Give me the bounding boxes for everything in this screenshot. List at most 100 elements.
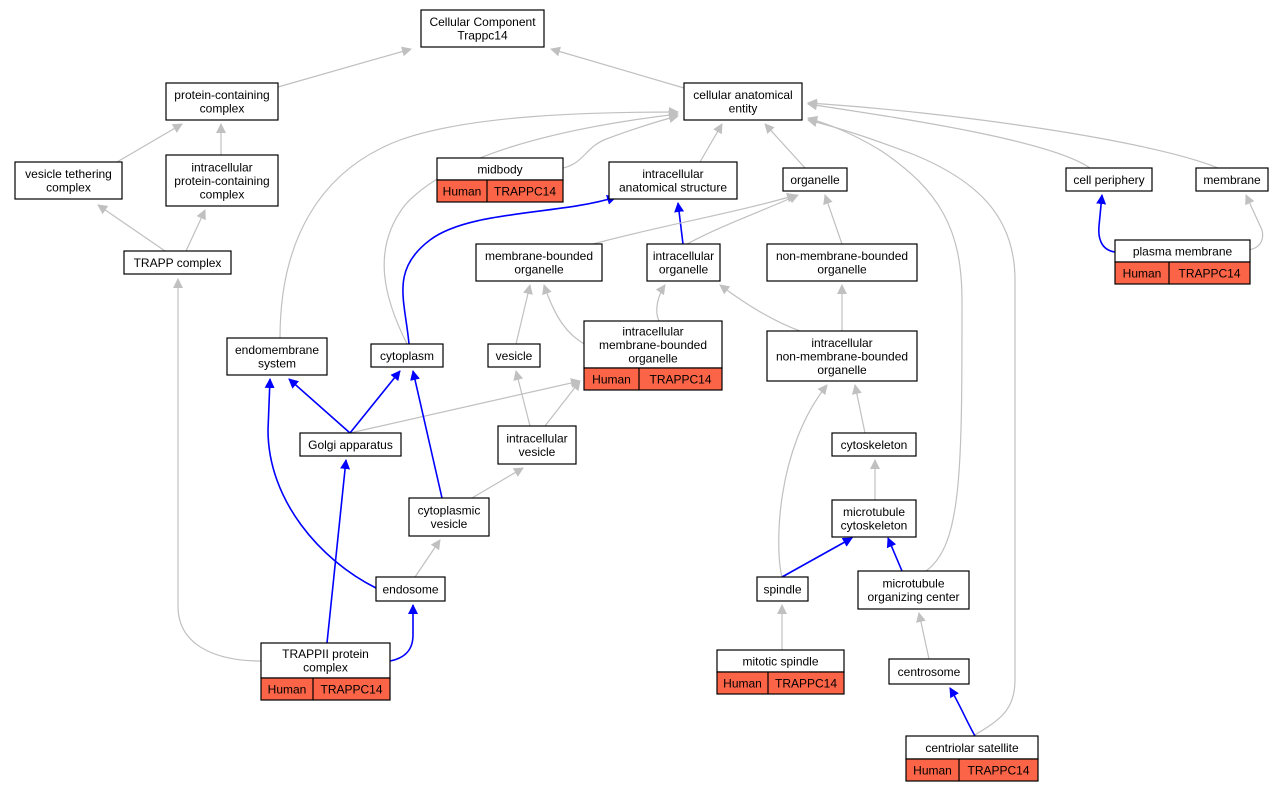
node-spindle[interactable]: spindle: [756, 576, 809, 602]
node-label-line: Trappc14: [457, 29, 508, 43]
node-label-line: protein-containing: [174, 88, 269, 102]
node-label-line: vesicle: [519, 445, 556, 459]
edge-trappii_protein_complex-to-endosome: [389, 604, 418, 662]
edge-trapp_complex-to-vesicle_tethering_complex: [97, 204, 166, 252]
node-label-line: endosome: [382, 582, 438, 596]
node-box: [123, 250, 232, 275]
node-box: [299, 432, 402, 457]
node-label-line: intracellular: [811, 336, 872, 350]
node-label-line: membrane: [1203, 173, 1261, 187]
edge-intracellular_vesicle-to-vesicle: [513, 370, 531, 427]
edge-intracellular_non_membrane_bounded_organelle-to-intracellular_organelle: [719, 284, 801, 332]
edge-intracellular_membrane_bounded_organelle-to-intracellular_organelle: [655, 284, 666, 322]
node-label-line: intracellular: [622, 324, 683, 338]
node-box: [165, 82, 279, 121]
node-box: [1195, 167, 1269, 192]
annotation-species: Human: [1123, 266, 1162, 280]
node-label-line: cytoskeleton: [841, 438, 908, 452]
edge-plasma_membrane-to-membrane: [1245, 194, 1264, 251]
node-vesicle[interactable]: vesicle: [487, 343, 541, 368]
annotation-species: Human: [913, 763, 952, 777]
node-golgi-apparatus[interactable]: Golgi apparatus: [299, 432, 402, 457]
node-membrane[interactable]: membrane: [1195, 167, 1269, 192]
node-label-line: cell periphery: [1073, 173, 1144, 187]
node-box: [420, 9, 545, 48]
node-label-line: cytoskeleton: [841, 519, 908, 533]
node-label-line: mitotic spindle: [742, 654, 818, 668]
node-label-line: cellular anatomical: [693, 88, 792, 102]
node-trapp-complex[interactable]: TRAPP complex: [123, 250, 232, 275]
node-label-line: organelle: [790, 173, 840, 187]
node-cell-periphery[interactable]: cell periphery: [1065, 167, 1153, 192]
node-label-line: vesicle tethering: [25, 167, 112, 181]
edge-endosome-to-endomembrane_system: [264, 378, 377, 589]
node-box: [1065, 167, 1153, 192]
edge-non_membrane_bounded_organelle-to-organelle: [823, 194, 843, 245]
edge-cytoplasm-to-intracellular_anatomical_structure: [402, 194, 617, 345]
edges-layer: [97, 46, 1264, 737]
node-label-line: intracellular: [506, 432, 567, 446]
node-cytoskeleton[interactable]: cytoskeleton: [831, 432, 917, 457]
node-box: [766, 330, 918, 382]
annotation-row: [260, 677, 391, 701]
node-box: [408, 497, 490, 537]
node-box: [857, 570, 970, 610]
annotation-species: Human: [443, 184, 482, 198]
node-label-line: non-membrane-bounded: [776, 249, 908, 263]
edge-cellular_anatomical_entity-to-root: [550, 46, 685, 89]
node-intracellular-non-membrane-bounded-organelle[interactable]: intracellularnon-membrane-boundedorganel…: [766, 330, 918, 382]
annotation-row: [436, 179, 564, 203]
node-box: [831, 432, 917, 457]
edge-microtubule_organizing_center-to-cellular_anatomical_entity: [807, 115, 963, 572]
node-label-line: Golgi apparatus: [308, 438, 393, 452]
node-intracellular-membrane-bounded-organelle[interactable]: intracellularmembrane-boundedorganelleHu…: [583, 320, 723, 391]
node-label-line: organelle: [514, 263, 564, 277]
node-centrosome[interactable]: centrosome: [888, 658, 970, 685]
node-cytoplasm[interactable]: cytoplasm: [370, 343, 444, 368]
node-label-line: centrosome: [898, 665, 961, 679]
edge-endomembrane_system-to-cellular_anatomical_entity: [279, 107, 679, 339]
edge-cytoplasm-to-cellular_anatomical_entity: [383, 110, 679, 345]
node-box: [583, 320, 723, 369]
node-label-line: complex: [46, 181, 91, 195]
node-organelle[interactable]: organelle: [782, 167, 848, 192]
node-box: [888, 658, 970, 685]
annotation-row: [583, 367, 723, 391]
edge-spindle-to-microtubule_cytoskeleton: [781, 537, 853, 578]
node-endosome[interactable]: endosome: [375, 576, 446, 602]
node-label-line: protein-containing: [174, 174, 269, 188]
node-box: [766, 243, 918, 282]
annotation-species: Human: [268, 682, 307, 696]
edge-golgi_apparatus-to-intracellular_membrane_bounded_organelle: [349, 378, 581, 434]
node-label-line: vesicle: [431, 517, 468, 531]
node-label-line: intracellular: [642, 167, 703, 181]
edge-protein_containing_complex-to-root: [277, 46, 412, 88]
node-label-line: vesicle: [496, 349, 533, 363]
node-label-line: anatomical structure: [619, 181, 727, 195]
node-label-line: organelle: [659, 263, 709, 277]
node-label-line: centriolar satellite: [925, 741, 1019, 755]
node-label-line: endomembrane: [235, 343, 319, 357]
node-label-line: organelle: [817, 263, 867, 277]
edge-centrosome-to-microtubule_organizing_center: [916, 612, 930, 660]
